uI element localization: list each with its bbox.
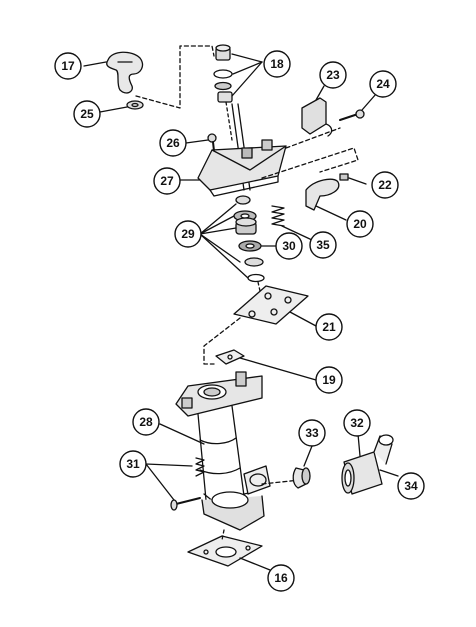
- svg-text:27: 27: [160, 174, 174, 188]
- callout-23: 23: [319, 61, 347, 89]
- leader-21-19: [203, 317, 241, 365]
- svg-text:21: 21: [322, 320, 336, 334]
- svg-text:19: 19: [322, 373, 336, 387]
- leader-28-16: [221, 529, 225, 541]
- callout-28: 28: [132, 408, 160, 436]
- svg-text:34: 34: [404, 479, 418, 493]
- svg-text:17: 17: [61, 59, 75, 73]
- callout-30: 30: [275, 232, 303, 260]
- callout-33: 33: [298, 419, 326, 447]
- leader-27-20: [261, 147, 359, 179]
- svg-text:29: 29: [181, 227, 195, 241]
- svg-text:30: 30: [282, 239, 296, 253]
- screw-24-part: [339, 93, 377, 121]
- gasket-19-part: [215, 349, 317, 381]
- svg-text:23: 23: [326, 68, 340, 82]
- clamp-33-part: [292, 445, 313, 489]
- svg-text:16: 16: [274, 571, 288, 585]
- callout-27: 27: [153, 167, 181, 195]
- spring-35-part: [271, 205, 313, 241]
- svg-text:35: 35: [316, 238, 330, 252]
- callout-20: 20: [346, 210, 374, 238]
- svg-text:22: 22: [378, 178, 392, 192]
- svg-text:18: 18: [270, 57, 284, 71]
- callout-32: 32: [343, 409, 371, 437]
- leader-27-24: [285, 127, 341, 149]
- callout-22: 22: [371, 171, 399, 199]
- svg-text:32: 32: [350, 416, 364, 430]
- svg-text:28: 28: [139, 415, 153, 429]
- callout-16: 16: [267, 564, 295, 592]
- fitting-32-part: [341, 433, 399, 495]
- svg-text:20: 20: [353, 217, 367, 231]
- callout-21: 21: [315, 313, 343, 341]
- leader-17-shaft: [135, 45, 215, 109]
- callout-34: 34: [397, 472, 425, 500]
- body-casting-28-part: [159, 371, 271, 531]
- bushing-18-part: [213, 44, 263, 103]
- callout-29: 29: [174, 220, 202, 248]
- washer-stack-29-part: [199, 195, 277, 301]
- svg-text:26: 26: [166, 136, 180, 150]
- svg-text:33: 33: [305, 426, 319, 440]
- callout-25: 25: [73, 100, 101, 128]
- svg-text:25: 25: [80, 107, 94, 121]
- callout-26: 26: [159, 129, 187, 157]
- gasket-16-part: [187, 535, 271, 571]
- svg-text:24: 24: [376, 77, 390, 91]
- top-plate-27-part: [179, 139, 287, 197]
- lever-20-part: [305, 178, 347, 221]
- callout-35: 35: [309, 231, 337, 259]
- washer-25-part: [99, 100, 144, 113]
- callout-31: 31: [119, 450, 147, 478]
- clip-22-part: [339, 173, 367, 185]
- callout-18: 18: [263, 50, 291, 78]
- callout-19: 19: [315, 366, 343, 394]
- clip-23-part: [301, 85, 333, 137]
- callout-24: 24: [369, 70, 397, 98]
- callout-17: 17: [54, 52, 82, 80]
- handle-knob-part: [83, 51, 144, 94]
- svg-text:31: 31: [126, 457, 140, 471]
- screw-31-part: [145, 457, 205, 511]
- gasket-21-part: [233, 285, 317, 327]
